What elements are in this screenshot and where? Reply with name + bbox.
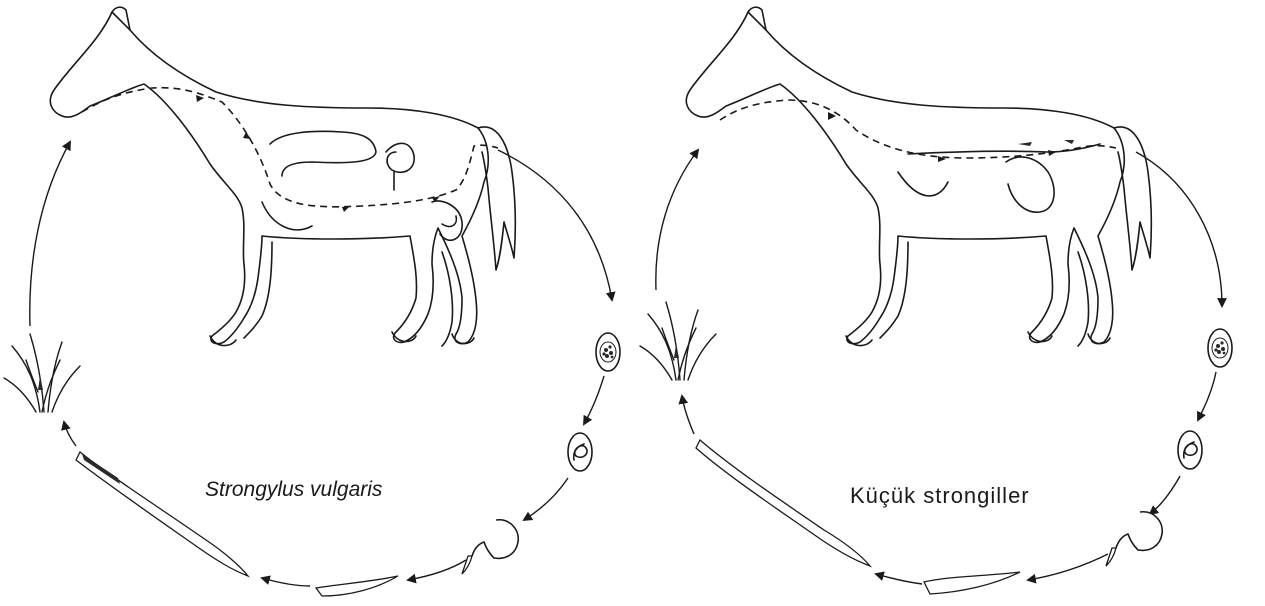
cycle-arrow-left-7 xyxy=(30,142,70,326)
grass-icon-right xyxy=(640,302,716,380)
intestine-right xyxy=(898,172,948,196)
cycle-arrow-left-3 xyxy=(524,478,568,520)
cycle-arrow-left-6 xyxy=(64,422,76,446)
larvated-egg-icon-right xyxy=(1178,431,1202,469)
cycle-arrow-left-4 xyxy=(408,560,466,580)
intestine-left xyxy=(270,131,376,176)
cycle-arrow-right-4 xyxy=(1028,554,1108,580)
panel-title-strongylus-vulgaris: Strongylus vulgaris xyxy=(205,478,382,502)
grass-icon-left xyxy=(4,334,80,412)
cycle-arrow-left-2 xyxy=(584,376,604,424)
left-panel xyxy=(4,7,620,596)
panel-title-small-strongyles: Küçük strongiller xyxy=(850,483,1030,509)
horse-left xyxy=(50,7,515,346)
migration-route-right xyxy=(720,100,1116,158)
larva-icon-right-2 xyxy=(696,440,870,566)
egg-icon-left xyxy=(596,333,620,371)
larvated-egg-icon-left xyxy=(568,433,592,471)
larva-icon-left-1 xyxy=(316,576,398,596)
hatching-egg-icon-right xyxy=(1106,512,1162,566)
cycle-arrow-right-7 xyxy=(656,150,698,290)
hatching-egg-icon-left xyxy=(462,520,518,574)
horse-right xyxy=(686,7,1151,346)
cycle-arrow-left-5 xyxy=(262,578,310,586)
cycle-arrow-right-6 xyxy=(682,396,694,434)
cycle-arrow-right-3 xyxy=(1150,476,1180,514)
cycle-arrow-right-2 xyxy=(1198,372,1216,420)
larva-icon-right-1 xyxy=(924,572,1020,594)
cycle-arrow-right-5 xyxy=(876,574,922,584)
egg-icon-right xyxy=(1208,329,1232,367)
